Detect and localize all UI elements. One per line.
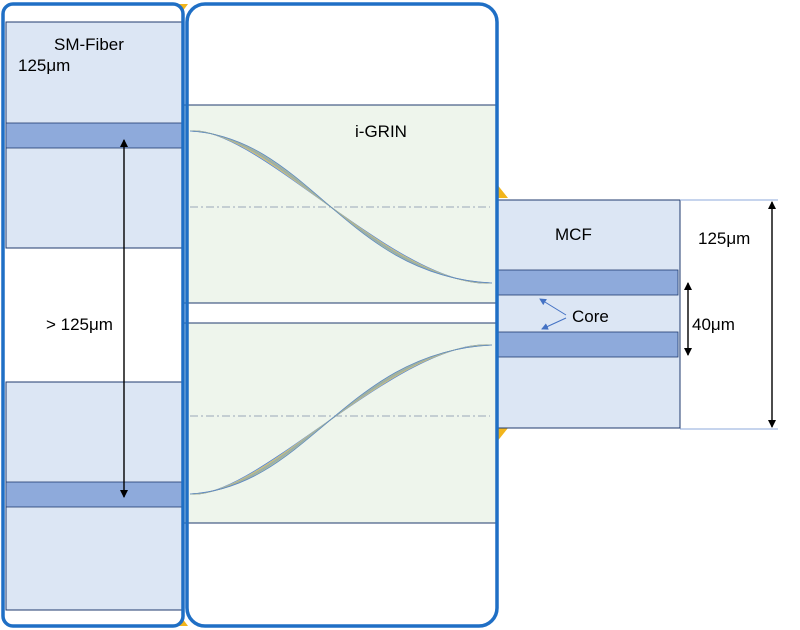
sm-fiber-title: SM-Fiber — [54, 35, 124, 54]
grin-lens-top — [181, 104, 497, 304]
core-spacing-label: > 125μm — [46, 315, 113, 334]
accent-triangle-bottom — [496, 428, 508, 443]
sm-fiber-gap — [6, 248, 182, 382]
sm-fiber-bundle: SM-Fiber 125μm > 125μm — [5, 21, 183, 611]
sm-fiber-core-top — [5, 122, 183, 149]
mcf-diameter-label: 125μm — [698, 229, 750, 248]
top-ray-10 — [189, 130, 493, 284]
grin-label: i-GRIN — [355, 122, 407, 141]
mcf-label: MCF — [555, 225, 592, 244]
core-label: Core — [572, 307, 609, 326]
core-pitch-label: 40μm — [692, 315, 735, 334]
sm-fiber-frame — [1, 2, 185, 628]
ray-bundle-top — [189, 130, 493, 284]
sm-fiber-diameter-label: 125μm — [18, 56, 70, 75]
sm-fiber-core-bottom — [5, 481, 183, 508]
multicore-fiber: MCF Core — [495, 199, 681, 429]
mcf-core-top — [495, 269, 679, 296]
mcf-dimensions: 125μm 40μm — [680, 199, 778, 430]
ray-bundle-bottom — [189, 344, 493, 495]
accent-triangle-top — [496, 183, 508, 198]
grin-frame — [185, 2, 499, 628]
grin-lens: i-GRIN — [181, 104, 497, 524]
core-pointer-up — [539, 298, 567, 316]
bottom-ray-10 — [189, 344, 493, 495]
core-pointer-down — [541, 317, 567, 330]
mcf-core-bottom — [495, 331, 679, 358]
mcf-cladding — [495, 199, 681, 429]
grin-lens-bottom — [181, 322, 497, 524]
